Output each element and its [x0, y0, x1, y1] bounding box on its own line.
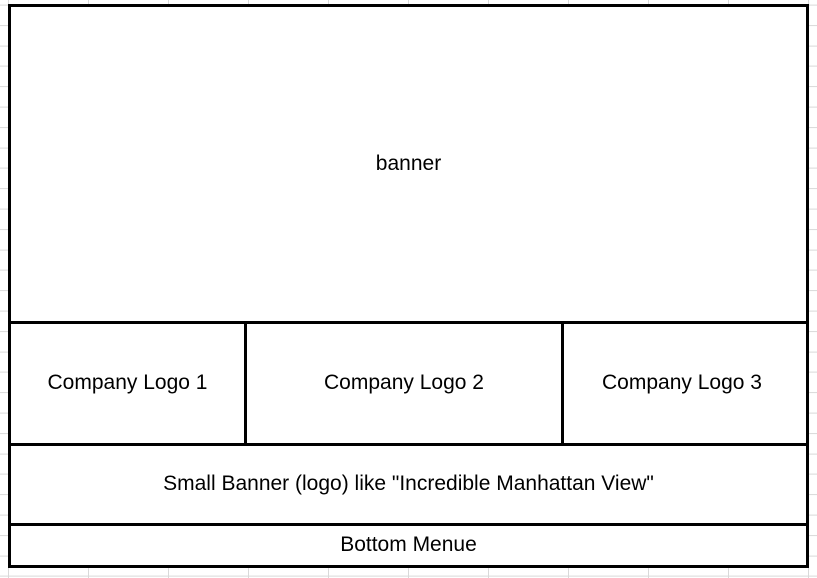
logo-row: Company Logo 1 Company Logo 2 Company Lo… — [11, 324, 806, 446]
company-logo-3-cell[interactable]: Company Logo 3 — [564, 324, 800, 443]
company-logo-3-label: Company Logo 3 — [602, 371, 762, 395]
company-logo-1-label: Company Logo 1 — [47, 371, 208, 395]
small-banner-label: Small Banner (logo) like "Incredible Man… — [163, 472, 654, 496]
company-logo-2-cell[interactable]: Company Logo 2 — [247, 324, 564, 443]
small-banner-cell[interactable]: Small Banner (logo) like "Incredible Man… — [11, 446, 806, 526]
banner-cell[interactable]: banner — [11, 7, 806, 324]
company-logo-1-cell[interactable]: Company Logo 1 — [11, 324, 247, 443]
company-logo-2-label: Company Logo 2 — [324, 371, 484, 395]
bottom-menu-cell[interactable]: Bottom Menue — [11, 526, 806, 565]
wireframe-frame: banner Company Logo 1 Company Logo 2 Com… — [8, 4, 809, 568]
banner-label: banner — [375, 151, 442, 175]
bottom-menu-label: Bottom Menue — [340, 533, 477, 557]
